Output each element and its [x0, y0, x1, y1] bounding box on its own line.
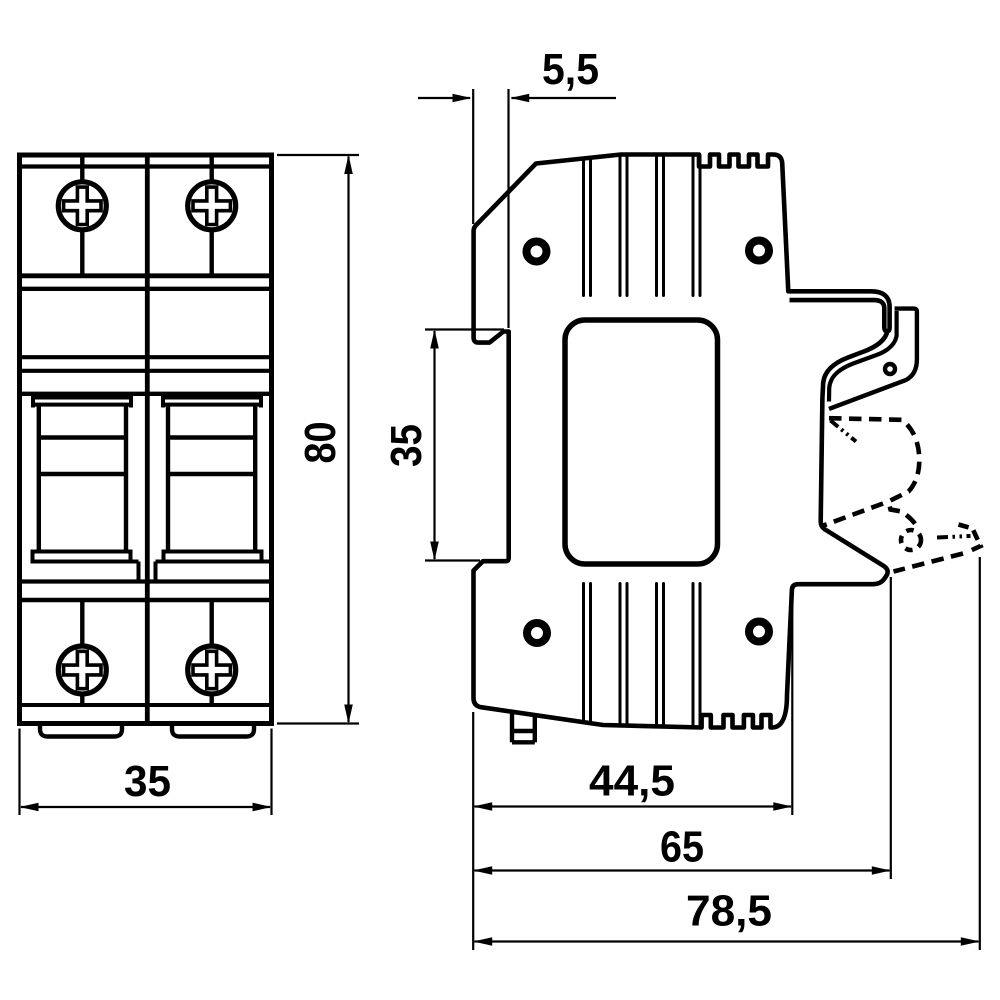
dimension-78-5: 78,5	[473, 557, 981, 950]
phillips-cross-icon	[191, 649, 233, 691]
front-module-left	[30, 157, 141, 739]
clip-grip-hole	[898, 527, 924, 553]
dimension-5-5: 5,5	[418, 45, 616, 328]
arrowhead	[430, 541, 439, 561]
arrowhead	[510, 93, 530, 103]
din-clip-plate	[828, 306, 920, 411]
mounting-holes	[522, 236, 773, 647]
arrowhead	[344, 155, 353, 174]
fuse-cartridge-right	[153, 395, 264, 582]
arrowhead	[960, 937, 980, 946]
bottom-tab-left	[37, 723, 125, 739]
screw-head	[55, 179, 109, 233]
arrowhead	[430, 329, 439, 349]
arrowhead	[773, 802, 793, 811]
dim-label-5-5: 5,5	[542, 45, 599, 94]
fuse-cartridge-left	[30, 395, 141, 582]
screw-bottom-right	[185, 600, 239, 705]
phillips-cross-icon	[61, 185, 103, 227]
dim-label-80: 80	[296, 422, 345, 464]
screw-head	[55, 643, 109, 697]
fuse-window	[562, 317, 721, 567]
dim-label-35-side: 35	[382, 424, 431, 467]
screw-top-left	[55, 157, 109, 276]
front-view	[17, 152, 274, 739]
phillips-cross-icon	[191, 185, 233, 227]
dim-label-65: 65	[660, 823, 704, 872]
arrowhead	[473, 866, 493, 875]
dim-label-35-front: 35	[124, 757, 171, 806]
side-view	[471, 152, 984, 745]
arrowhead	[473, 802, 493, 811]
front-module-right	[153, 157, 264, 739]
arrowhead	[473, 937, 493, 946]
arrowhead	[344, 704, 353, 724]
dimension-44-5: 44,5	[472, 592, 794, 950]
screw-head	[185, 179, 239, 233]
dim-label-78-5: 78,5	[686, 887, 772, 936]
phillips-cross-icon	[61, 649, 103, 691]
screw-top-right	[185, 157, 239, 276]
dimension-35-front: 35	[18, 728, 273, 815]
screw-bottom-left	[55, 600, 109, 705]
dimensions: 5,5 80 35	[18, 45, 981, 950]
din-clip-plate-inner	[826, 311, 899, 402]
bottom-tab-right	[169, 723, 257, 739]
dim-label-44-5: 44,5	[589, 757, 675, 806]
din-hook-neck-outer	[820, 330, 890, 399]
arrowhead	[871, 866, 891, 875]
dimension-35-side: 35	[382, 328, 504, 562]
arrowhead	[452, 93, 472, 103]
clip-rivet-hole	[882, 361, 898, 377]
release-clip-dashed	[822, 415, 984, 574]
release-pin	[509, 711, 537, 745]
ribs-upper	[582, 154, 702, 297]
dimension-65: 65	[473, 577, 892, 879]
arrowhead	[19, 802, 39, 812]
dimension-80: 80	[277, 153, 359, 725]
ribs-lower	[582, 582, 702, 729]
screw-head	[185, 643, 239, 697]
side-body-outline	[471, 152, 892, 730]
arrowhead	[252, 802, 272, 812]
